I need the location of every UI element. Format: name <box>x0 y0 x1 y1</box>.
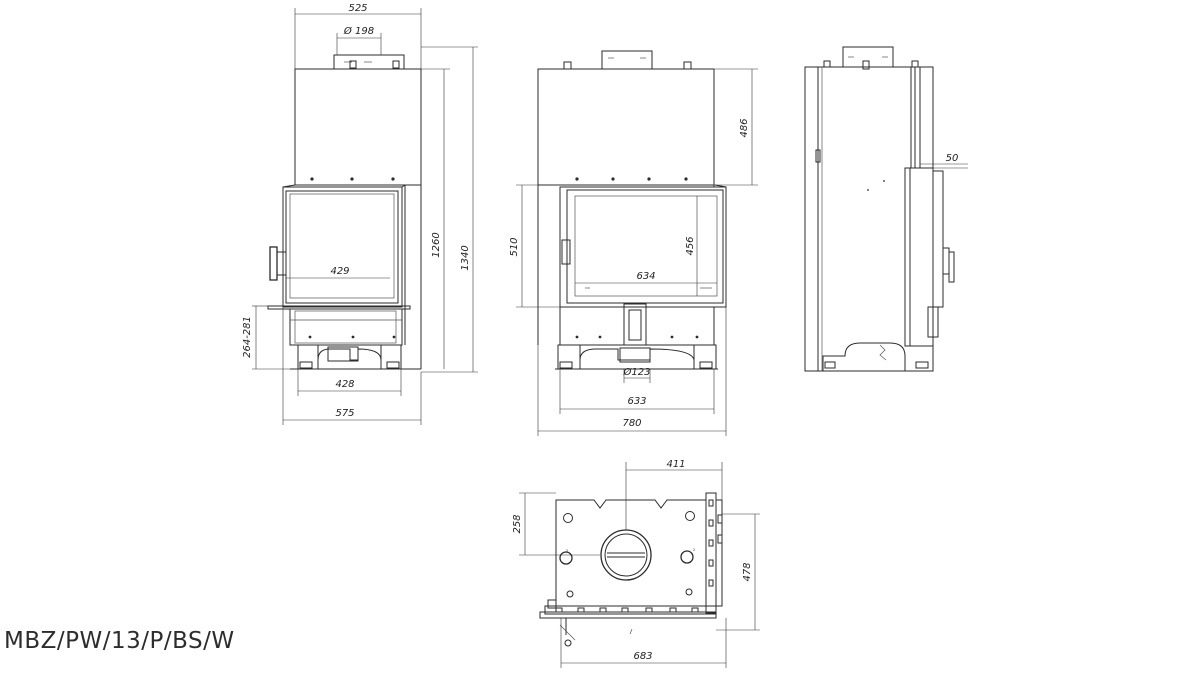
front-upper-body <box>294 68 422 186</box>
profile-body <box>804 66 934 372</box>
dim-side-base-width: 633 <box>627 396 646 407</box>
dim-front-width-top: 525 <box>348 3 367 14</box>
side-flue-collar <box>601 50 653 70</box>
front-view: 525 Ø 198 1340 1260 429 264-281 428 575 <box>242 3 478 425</box>
dim-top-depth: 478 <box>742 562 753 581</box>
dim-front-flue-diameter: Ø 198 <box>343 25 374 37</box>
dim-top-width: 683 <box>633 651 652 662</box>
side-door-frame <box>559 186 727 308</box>
top-flue-outlet <box>600 529 652 581</box>
dim-top-flue-depth: 258 <box>512 514 523 533</box>
dim-front-glass-width: 429 <box>330 266 349 277</box>
front-door-frame <box>282 186 403 308</box>
side-air-intake <box>623 303 647 346</box>
dim-profile-offset: 50 <box>946 153 959 164</box>
tag-marker-right: 2 <box>693 548 695 552</box>
dim-side-glass-width: 634 <box>636 271 655 282</box>
dim-top-flue-offset: 411 <box>666 459 685 470</box>
dim-front-base-width: 428 <box>335 379 354 390</box>
profile-view: 50 <box>804 46 968 372</box>
front-left-leg <box>297 344 319 370</box>
dim-side-upper-height: 486 <box>739 118 750 137</box>
dim-front-leg-height: 264-281 <box>242 316 253 358</box>
front-right-leg <box>380 344 402 370</box>
profile-door <box>904 167 934 347</box>
dim-side-door-height: 510 <box>509 237 520 256</box>
dim-side-flue-diameter: Ø123 <box>623 366 651 378</box>
dim-front-body-height: 1260 <box>431 232 442 257</box>
dim-front-total-width: 575 <box>335 408 354 419</box>
dim-front-total-height: 1340 <box>460 245 471 270</box>
model-code: MBZ/PW/13/P/BS/W <box>4 628 235 654</box>
front-door-handle <box>269 246 278 281</box>
dim-side-total-width: 780 <box>622 418 641 429</box>
dim-side-glass-height: 456 <box>685 236 696 255</box>
tag-marker-left: 2 <box>566 549 568 553</box>
top-view: 2 2 411 258 478 683 <box>512 459 760 668</box>
side-view: 486 510 456 634 Ø123 633 780 <box>509 50 758 436</box>
side-upper-body <box>537 68 715 186</box>
